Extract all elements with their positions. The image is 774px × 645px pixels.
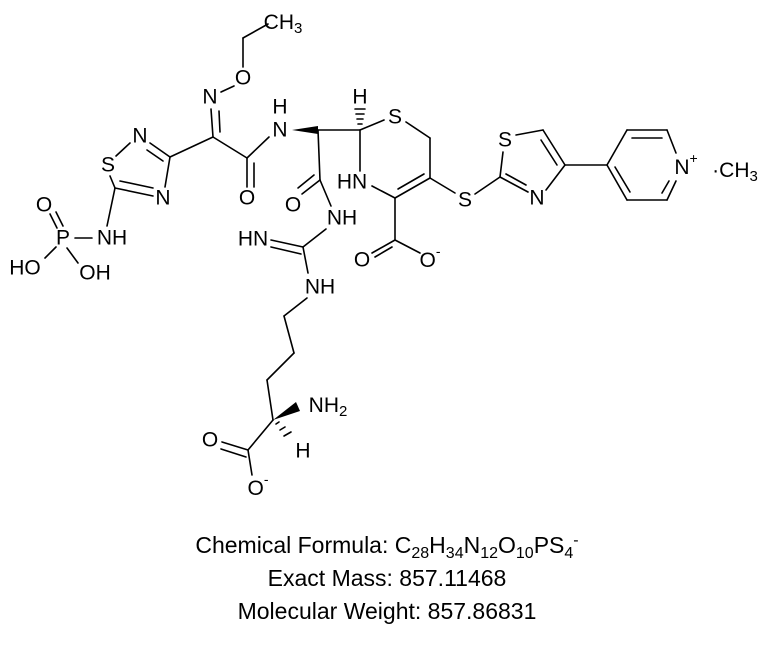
atom-labels: CH3 O N O N H H S HN O O- S S N N+ ·CH3 … xyxy=(9,11,758,500)
atom-nh: NH xyxy=(97,227,127,250)
molecular-weight: Molecular Weight: 857.86831 xyxy=(238,598,537,624)
atom-s: S xyxy=(101,154,115,177)
hashed-bond xyxy=(275,421,292,437)
atom-o: O xyxy=(202,429,218,452)
atom-n: N xyxy=(155,187,170,210)
atom-oh: OH xyxy=(79,262,111,285)
atom-nh2: NH2 xyxy=(309,394,348,420)
atom-n: N xyxy=(132,125,147,148)
exact-mass: Exact Mass: 857.11468 xyxy=(268,565,507,591)
atom-h: H xyxy=(352,86,367,109)
bonds xyxy=(44,23,677,476)
atom-h: H xyxy=(272,96,287,119)
atom-hn: HN xyxy=(238,228,268,251)
atom-o-minus: O- xyxy=(247,471,268,500)
atom-ch3: ·CH3 xyxy=(712,159,758,185)
wedge-bond xyxy=(273,402,300,420)
atom-h: H xyxy=(295,440,310,463)
atom-n: N xyxy=(529,187,544,210)
atom-p: P xyxy=(56,227,70,250)
atom-ch3: CH3 xyxy=(264,11,303,37)
atom-n-plus: N+ xyxy=(674,150,697,179)
atom-o: O xyxy=(354,249,370,272)
atom-o: O xyxy=(239,187,255,210)
atom-n: N xyxy=(272,119,287,142)
atom-o: O xyxy=(285,194,301,217)
atom-o: O xyxy=(36,194,52,217)
hashed-bond xyxy=(354,108,366,125)
atom-s: S xyxy=(388,106,402,129)
atom-o-minus: O- xyxy=(419,243,440,272)
atom-nh: NH xyxy=(305,276,335,299)
atom-s: S xyxy=(458,189,472,212)
atom-nh: NH xyxy=(327,207,357,230)
atom-hn: HN xyxy=(337,171,367,194)
chemical-formula: Chemical Formula: C28H34N12O10PS4- xyxy=(195,532,578,562)
caption: Chemical Formula: C28H34N12O10PS4- Exact… xyxy=(195,532,578,624)
atom-o: O xyxy=(235,67,251,90)
wedge-bond xyxy=(292,126,318,134)
atom-n: N xyxy=(202,86,217,109)
atom-s: S xyxy=(498,129,512,152)
atom-ho: HO xyxy=(9,257,41,280)
